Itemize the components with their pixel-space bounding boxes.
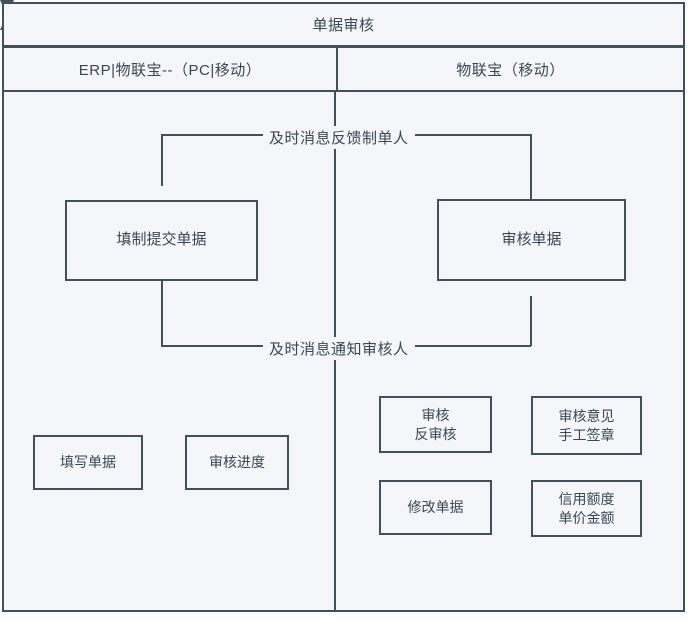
node-review-opinion-signature-label-line2: 手工签章 bbox=[558, 426, 615, 443]
node-review-progress-label: 审核进度 bbox=[209, 454, 265, 471]
node-review-document[interactable]: 审核单据 bbox=[437, 199, 626, 281]
node-fill-submit-document-label: 填制提交单据 bbox=[116, 231, 207, 249]
diagram-title: 单据审核 bbox=[312, 17, 375, 34]
node-modify-document-label: 修改单据 bbox=[407, 499, 464, 516]
node-review-opinion-signature-label-line1: 审核意见 bbox=[558, 407, 615, 424]
node-fill-submit-document[interactable]: 填制提交单据 bbox=[65, 200, 258, 281]
node-review-document-label: 审核单据 bbox=[501, 230, 562, 248]
node-credit-limit-unit-price[interactable]: 信用额度 单价金额 bbox=[531, 480, 642, 537]
feedback-edge-drop bbox=[161, 134, 163, 186]
edge-label-notify: 及时消息通知审核人 bbox=[263, 337, 415, 360]
node-modify-document[interactable]: 修改单据 bbox=[379, 480, 492, 535]
edge-label-feedback: 及时消息反馈制单人 bbox=[263, 126, 415, 149]
lane-header-row: ERP|物联宝--（PC|移动） 物联宝（移动） bbox=[2, 46, 685, 92]
lane-header-erp-pc-label: ERP|物联宝--（PC|移动） bbox=[78, 61, 262, 79]
notify-edge-riser bbox=[530, 296, 532, 346]
lane-header-wlb-mobile-label: 物联宝（移动） bbox=[456, 61, 565, 79]
lane-header-wlb-mobile: 物联宝（移动） bbox=[338, 48, 683, 90]
feedback-edge-riser bbox=[530, 134, 532, 199]
node-write-document-label: 填写单据 bbox=[60, 454, 116, 471]
node-review-unreview-label-line1: 审核 bbox=[421, 406, 450, 423]
diagram-title-row: 单据审核 bbox=[2, 2, 685, 47]
node-review-opinion-signature[interactable]: 审核意见 手工签章 bbox=[531, 396, 642, 455]
node-credit-limit-unit-price-label-line1: 信用额度 bbox=[558, 490, 615, 507]
node-review-unreview[interactable]: 审核 反审核 bbox=[379, 396, 492, 453]
node-write-document[interactable]: 填写单据 bbox=[33, 435, 143, 490]
lane-header-erp-pc: ERP|物联宝--（PC|移动） bbox=[4, 48, 338, 90]
node-review-unreview-label-line2: 反审核 bbox=[414, 425, 457, 442]
node-review-progress[interactable]: 审核进度 bbox=[185, 435, 289, 490]
node-credit-limit-unit-price-label-line2: 单价金额 bbox=[558, 509, 615, 526]
notify-edge-drop bbox=[161, 281, 163, 346]
